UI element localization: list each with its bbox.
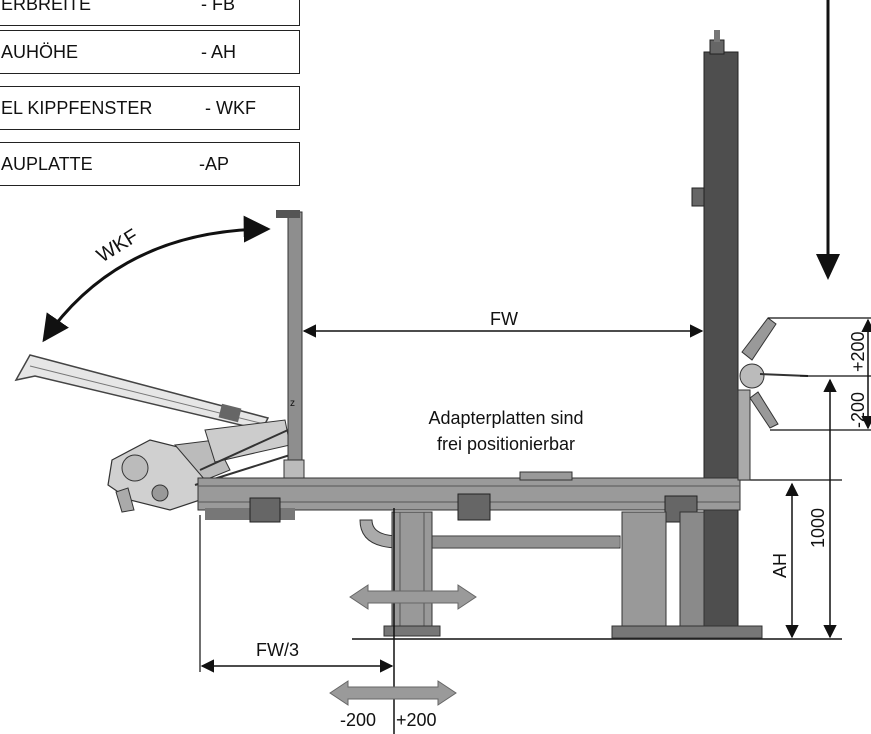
side-clamp: [737, 317, 809, 481]
legend-name: AUHÖHE: [1, 42, 79, 62]
pivot-mechanism: [107, 419, 291, 513]
legend-code: - WKF: [205, 98, 256, 118]
load-arrow: [816, 0, 840, 280]
legend-name: AUPLATTE: [1, 154, 93, 174]
fw3-label: FW/3: [256, 640, 299, 660]
height-1000-label: 1000: [808, 508, 828, 548]
wkf-label: WKF: [93, 225, 142, 267]
right-plus-label: +200: [848, 331, 868, 372]
right-minus-label: -200: [848, 392, 868, 428]
legend-name: EL KIPPFENSTER: [1, 98, 153, 118]
fw-label: FW: [490, 309, 518, 329]
lower-minus-label: -200: [340, 710, 376, 730]
adapter-text-1: Adapterplatten sind: [428, 408, 583, 428]
legend-box-1: ERBREITE - FB: [0, 0, 300, 26]
clamp-dimension: [768, 317, 871, 431]
legend-box-4: AUPLATTE -AP: [0, 142, 300, 186]
ah-label: AH: [770, 553, 790, 578]
right-pillar: [611, 511, 763, 639]
left-pillar: [383, 511, 441, 637]
wkf-arrow: [42, 215, 271, 343]
tilt-window: [14, 354, 270, 431]
legend-box-2: AUHÖHE - AH: [0, 30, 300, 74]
legend-code: - AH: [201, 42, 237, 62]
marker-z: z: [290, 398, 295, 409]
legend-name: ERBREITE: [1, 0, 92, 14]
upper-shift-arrow: [349, 584, 477, 610]
legend-code: -AP: [199, 154, 230, 174]
legend-box-3: EL KIPPFENSTER - WKF: [0, 86, 300, 130]
legend-code: - FB: [201, 0, 235, 14]
main-beam: [197, 471, 741, 523]
lower-plus-label: +200: [396, 710, 437, 730]
adapter-text-2: frei positionierbar: [437, 434, 575, 454]
lower-shift-arrow: [329, 680, 457, 706]
left-post: z y: [276, 210, 305, 491]
